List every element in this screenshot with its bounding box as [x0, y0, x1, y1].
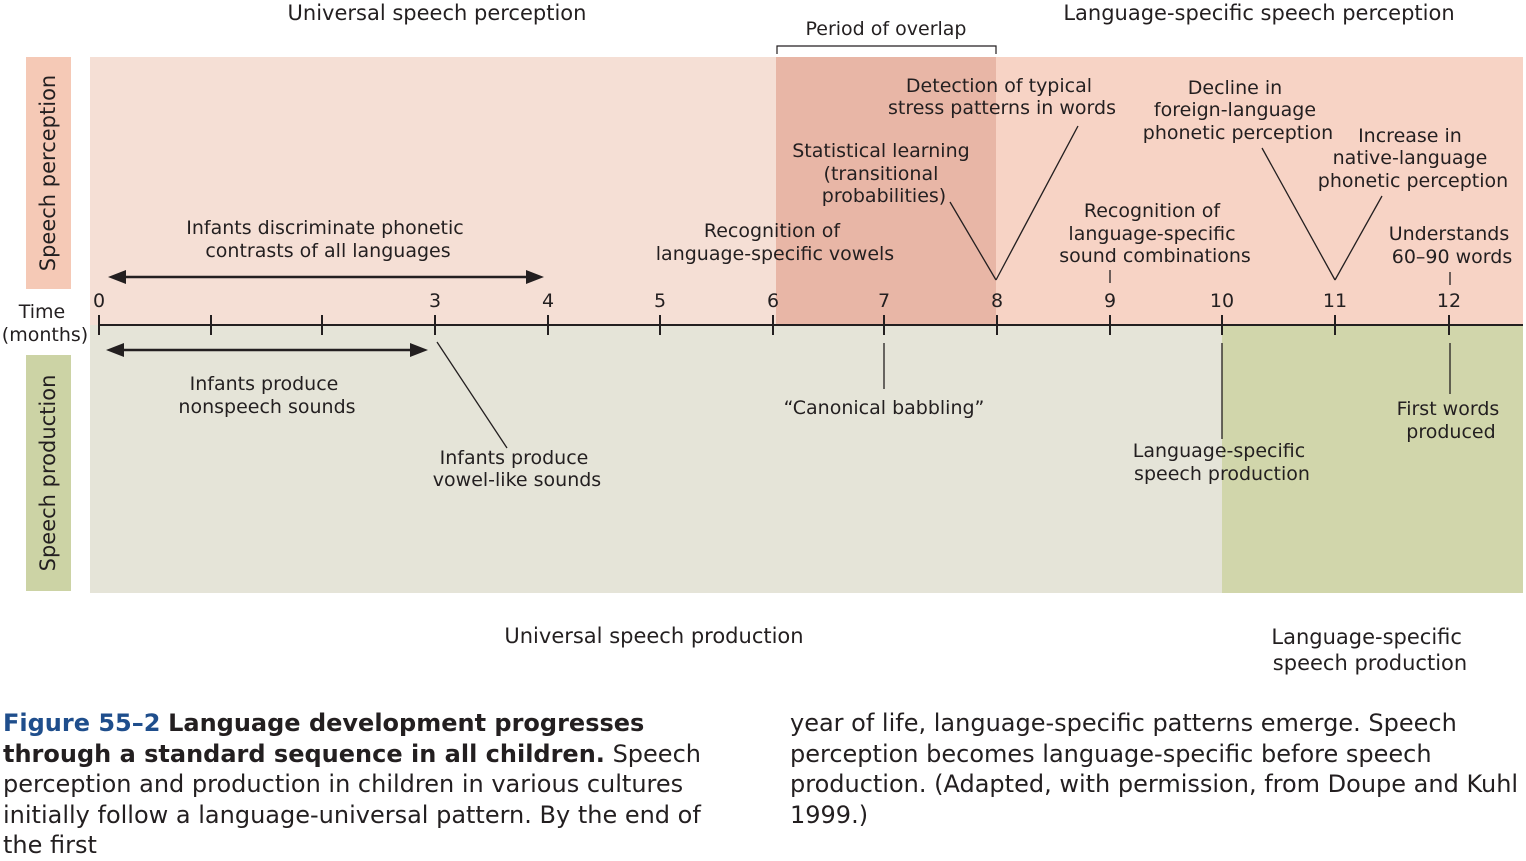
- tick-label-10: 10: [1210, 290, 1234, 312]
- production-specific-band: [1222, 325, 1523, 593]
- tick-label-4: 4: [542, 290, 554, 312]
- stress-label: Detection of typical stress patterns in …: [888, 75, 1116, 119]
- universal-production-heading: Universal speech production: [504, 624, 803, 648]
- perception-specific-band: [996, 57, 1523, 325]
- caption-body-left: Speech perception and production in chil…: [3, 739, 701, 860]
- decline-label: Decline in foreign-language phonetic per…: [1143, 77, 1333, 144]
- tick-label-0: 0: [93, 290, 105, 312]
- first-words-label: First words produced: [1397, 398, 1506, 443]
- caption-left-column: Figure 55–2 Language development progres…: [3, 708, 733, 861]
- tick-label-7: 7: [878, 290, 890, 312]
- specific-production-heading: Language-specific speech production: [1271, 625, 1468, 675]
- arrow-head-left: [106, 343, 124, 357]
- tick-label-5: 5: [654, 290, 666, 312]
- language-development-diagram: Speech perception Speech production Univ…: [2, 1, 1523, 675]
- axis-label: Time (months): [2, 301, 88, 346]
- universal-perception-heading: Universal speech perception: [288, 1, 587, 25]
- tick-label-3: 3: [429, 290, 441, 312]
- caption-right-column: year of life, language-specific patterns…: [790, 708, 1520, 830]
- perception-universal-band: [90, 57, 776, 325]
- tick-label-8: 8: [991, 290, 1003, 312]
- understands-label: Understands 60–90 words: [1389, 223, 1516, 268]
- tick-label-9: 9: [1104, 290, 1116, 312]
- combinations-label: Recognition of language-specific sound c…: [1059, 200, 1251, 267]
- specific-perception-heading: Language-specific speech perception: [1063, 1, 1454, 25]
- lang-specific-production-label: Language-specific speech production: [1133, 440, 1311, 485]
- overlap-band: [776, 57, 996, 325]
- statistical-label: Statistical learning (transitional proba…: [792, 140, 975, 207]
- arrow-head-left: [108, 270, 126, 284]
- axis-ticks: [98, 315, 1450, 335]
- period-overlap-heading: Period of overlap: [806, 18, 967, 40]
- overlap-bracket: [776, 45, 997, 54]
- tick-label-6: 6: [767, 290, 779, 312]
- vowels-label: Recognition of language-specific vowels: [656, 220, 894, 265]
- tick-label-12: 12: [1437, 290, 1461, 312]
- tick-label-11: 11: [1323, 290, 1347, 312]
- leader-lines: [436, 125, 1451, 449]
- figure-title: Language development progresses through …: [3, 709, 645, 768]
- arrow-head-right: [410, 343, 428, 357]
- perception-side-label: Speech perception: [36, 75, 60, 271]
- perception-side-bar: [26, 57, 71, 289]
- discriminate-label: Infants discriminate phonetic contrasts …: [186, 217, 470, 262]
- production-side-label: Speech production: [36, 375, 60, 572]
- increase-label: Increase in native-language phonetic per…: [1318, 125, 1508, 192]
- arrow-head-right: [526, 270, 544, 284]
- canonical-babbling-label: “Canonical babbling”: [784, 397, 985, 419]
- caption-body-right: year of life, language-specific patterns…: [790, 709, 1519, 829]
- vowel-like-label: Infants produce vowel-like sounds: [433, 447, 601, 491]
- nonspeech-label: Infants produce nonspeech sounds: [178, 373, 355, 418]
- figure-number: Figure 55–2: [3, 709, 161, 737]
- production-side-bar: [26, 355, 71, 591]
- production-universal-band: [90, 325, 1222, 593]
